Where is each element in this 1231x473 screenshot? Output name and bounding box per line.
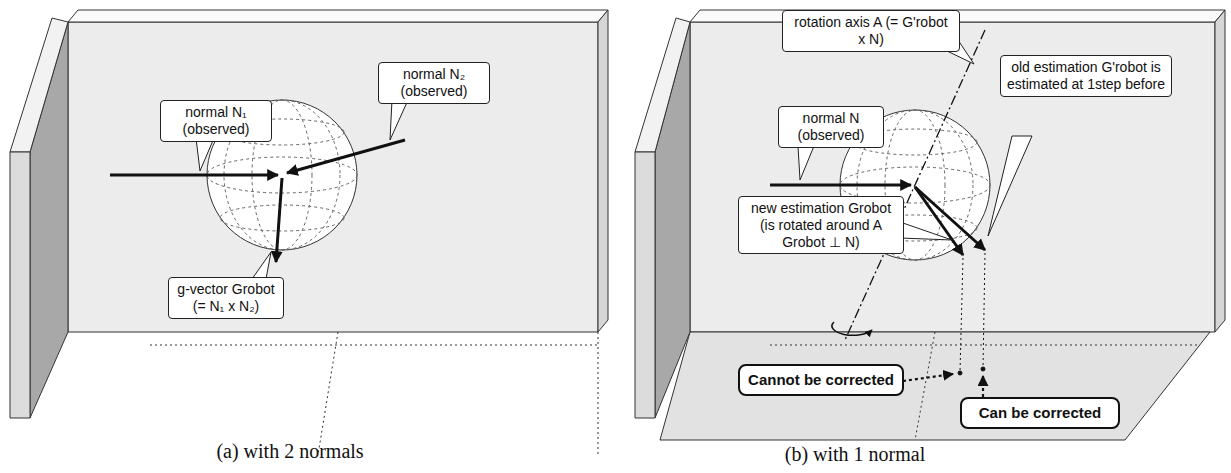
result-box: Can be corrected — [960, 397, 1120, 429]
panel-caption: (a) with 2 normals — [216, 440, 363, 463]
callout-text: Cannot be corrected — [748, 371, 894, 389]
callout-box: old estimation G'robot is estimated at 1… — [1000, 55, 1172, 97]
callout-box: normal N (observed) — [778, 106, 884, 148]
callout-text: g-vector Grobot (= N₁ x N₂) — [175, 281, 277, 315]
room-a — [10, 10, 608, 455]
callout-box: new estimation Grobot (is rotated around… — [738, 196, 904, 254]
callout-text: new estimation Grobot (is rotated around… — [745, 200, 897, 250]
callout-text: rotation axis A (= G'robot x N) — [789, 14, 953, 48]
panel-caption: (b) with 1 normal — [785, 443, 926, 466]
room-b — [635, 10, 1225, 440]
callout-box: normal N₁ (observed) — [160, 100, 272, 142]
callout-text: normal N₂ (observed) — [385, 66, 483, 100]
callout-text: normal N (observed) — [785, 110, 877, 144]
callout-text: Can be corrected — [970, 404, 1110, 422]
vectors-a — [110, 140, 405, 262]
callout-box: g-vector Grobot (= N₁ x N₂) — [168, 277, 284, 319]
callout-text: old estimation G'robot is estimated at 1… — [1007, 59, 1165, 93]
callout-box: rotation axis A (= G'robot x N) — [782, 10, 960, 52]
callout-text: normal N₁ (observed) — [167, 104, 265, 138]
callout-box: normal N₂ (observed) — [378, 62, 490, 104]
result-box: Cannot be corrected — [738, 364, 904, 396]
